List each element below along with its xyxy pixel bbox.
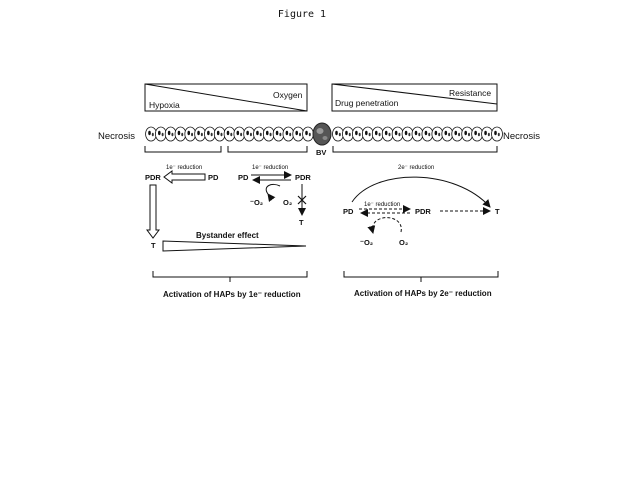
pdr-label-2: PDR [295,173,311,182]
tumor-cell-row-left [145,126,314,142]
figure-title: Figure 1 [277,9,327,20]
tumor-cell [411,126,424,142]
pd-label-1: PD [208,173,219,182]
redox-cycle-arrow [265,183,281,203]
blood-vessel-icon [312,122,332,146]
t-label-2: T [299,218,304,227]
tumor-cell [164,126,177,142]
hypoxia-label: Hypoxia [149,100,180,110]
activation-right-caption: Activation of HAPs by 2e⁻ reduction [354,289,492,298]
tumor-cell [184,126,197,142]
tumor-cell [481,126,493,142]
necrosis-right-label: Necrosis [503,131,540,142]
tumor-cell [471,126,483,142]
tumor-cell [332,126,344,142]
hollow-arrow-left [163,170,206,184]
tumor-cell [381,126,394,142]
tumor-cell [461,126,474,142]
oxygen-label-1: O₂ [283,198,292,207]
two-e-reduction-label: 2e⁻ reduction [398,165,434,171]
pdr-label-1: PDR [145,173,161,182]
tumor-cell [292,126,304,142]
activation-left-caption: Activation of HAPs by 1e⁻ reduction [163,290,301,299]
resistance-label: Resistance [449,88,491,98]
pd-label-2: PD [238,173,249,182]
tumor-cell [431,126,444,142]
tumor-cell [174,126,187,142]
tumor-cell [302,126,314,142]
tumor-cell [243,126,255,142]
pd-label-3: PD [343,207,354,216]
tumor-cell [441,126,454,142]
activation-brackets [152,271,499,282]
two-e-arc-arrow [351,176,491,208]
tumor-cell [145,126,157,142]
bv-label: BV [316,148,326,157]
tumor-cell [371,126,384,142]
tumor-cell [204,126,216,142]
tumor-cell [194,126,206,142]
tumor-cell [272,126,285,142]
tumor-cell [391,126,404,142]
drug-penetration-label: Drug penetration [335,98,399,108]
necrosis-left-label: Necrosis [98,131,135,142]
dashed-redox-cycle-arrow [367,217,402,234]
blocked-cross-icon [297,195,307,205]
t-label-3: T [495,207,500,216]
tumor-cell [352,126,364,142]
tumor-cell [361,126,374,142]
tumor-cell [282,126,295,142]
tumor-cell [342,126,354,142]
hypoxia-oxygen-gradient-box [144,83,308,112]
tumor-cell [491,126,503,142]
tumor-cell [253,126,265,142]
superoxide-label-2: ⁻O₂ [360,238,373,247]
tumor-cell [213,126,226,142]
tumor-cell [262,126,275,142]
oxygen-label-2: O₂ [399,238,408,247]
superoxide-label-1: ⁻O₂ [250,198,263,207]
one-e-reduction-label-b: 1e⁻ reduction [252,165,288,171]
t-label-1: T [151,241,156,250]
tumor-cell [421,126,434,142]
penetration-resistance-gradient-box [331,83,498,112]
bystander-wedge [162,240,307,252]
tumor-cell [233,126,246,142]
one-e-reduction-label-a: 1e⁻ reduction [166,165,202,171]
hollow-arrow-down [146,184,160,239]
oxygen-label: Oxygen [273,90,303,100]
tumor-cell [451,126,464,142]
bystander-effect-label: Bystander effect [196,231,259,240]
tumor-cell-row-right [332,126,503,142]
one-e-reduction-label-c: 1e⁻ reduction [364,202,400,208]
cell-brackets [144,146,498,153]
tumor-cell [155,126,167,142]
tumor-cell [401,126,414,142]
tumor-cell [223,126,236,142]
pdr-label-3: PDR [415,207,431,216]
